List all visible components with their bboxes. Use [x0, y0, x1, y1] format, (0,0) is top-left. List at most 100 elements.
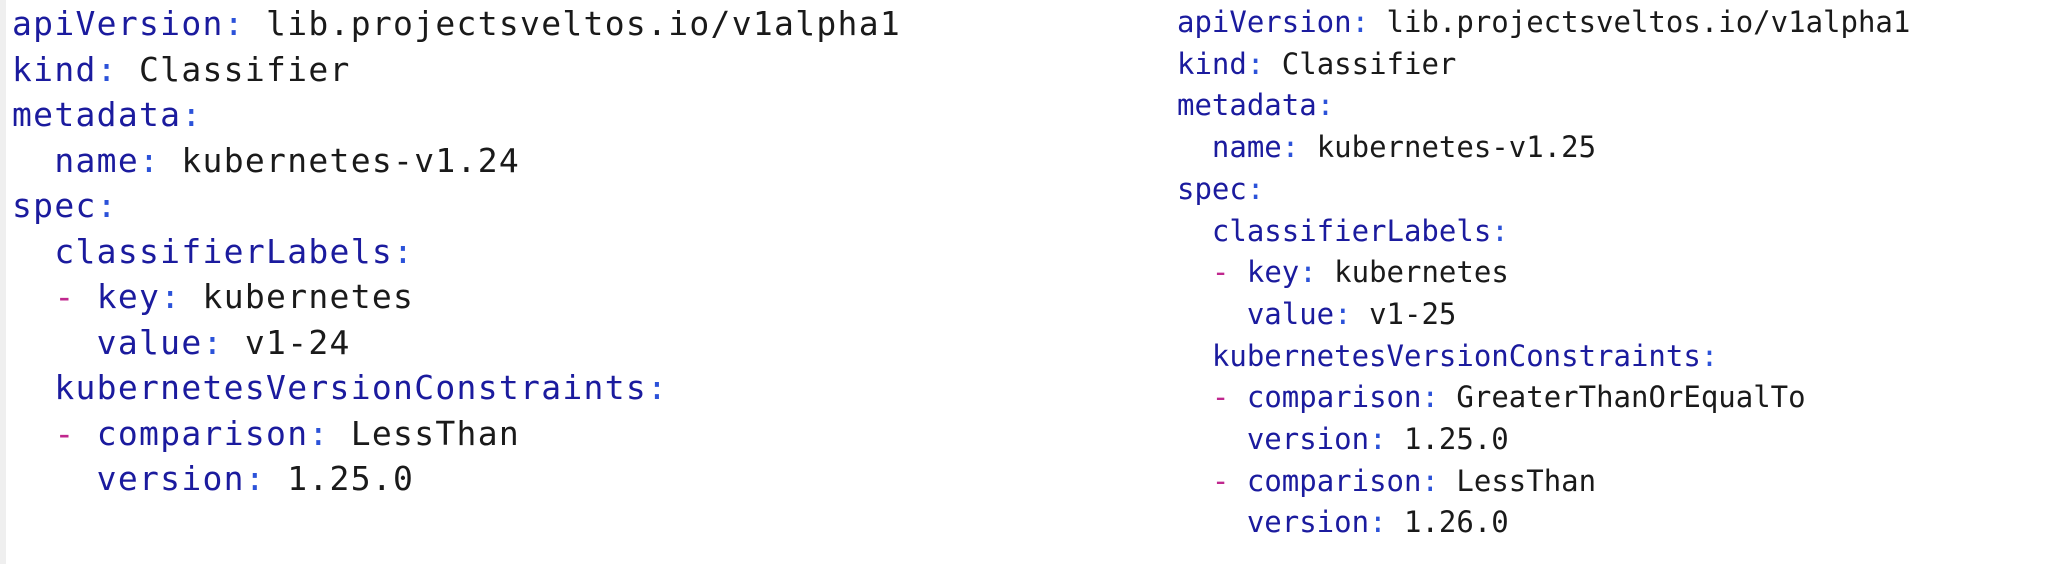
code-token-value: v1-24 — [223, 322, 351, 362]
code-token-value — [76, 277, 97, 316]
code-line: kind: Classifier — [1177, 44, 1910, 86]
code-token-yaml-key: comparison — [1246, 380, 1422, 415]
code-token-punctuation: : — [647, 368, 669, 407]
code-token-yaml-key: key — [96, 277, 161, 316]
code-token-yaml-key: metadata — [1177, 88, 1317, 123]
code-token-yaml-key: kubernetesVersionConstraints — [54, 368, 648, 407]
code-token-list-dash: - — [54, 413, 76, 453]
code-token-punctuation: : — [96, 49, 118, 89]
code-token-punctuation: : — [1491, 213, 1509, 248]
code-token-list-dash: - — [54, 277, 76, 316]
code-token-punctuation: : — [96, 186, 118, 225]
yaml-code-block-right: apiVersion: lib.projectsveltos.io/v1alph… — [1177, 2, 1910, 544]
code-token-value: 1.26.0 — [1386, 505, 1509, 540]
code-token-value: 1.25.0 — [1386, 422, 1509, 457]
code-token-yaml-key: version — [96, 459, 245, 498]
code-token-punctuation: : — [1369, 422, 1387, 457]
code-token-punctuation: : — [1316, 88, 1335, 123]
code-token-yaml-key: classifierLabels — [1211, 213, 1492, 248]
code-token-value: v1-25 — [1351, 296, 1457, 331]
code-token-value — [1177, 505, 1247, 539]
code-token-yaml-key: classifierLabels — [54, 231, 394, 271]
code-token-value: GreaterThanOrEqualTo — [1438, 380, 1806, 415]
code-token-list-dash: - — [1211, 255, 1230, 290]
code-token-value — [12, 459, 97, 498]
code-token-value — [76, 414, 97, 453]
code-token-yaml-key: name — [1211, 130, 1282, 165]
code-line: kind: Classifier — [12, 47, 901, 93]
code-token-yaml-key: comparison — [1246, 463, 1422, 498]
code-token-yaml-key: kind — [1177, 46, 1247, 81]
code-token-punctuation: : — [1246, 171, 1265, 206]
code-line: kubernetesVersionConstraints: — [12, 365, 901, 411]
code-token-punctuation: : — [1334, 296, 1352, 331]
code-line: - comparison: LessThan — [1177, 461, 1910, 503]
code-line: - comparison: LessThan — [12, 411, 901, 457]
code-token-value: kubernetes — [181, 277, 415, 316]
code-line: - key: kubernetes — [12, 274, 901, 320]
code-token-punctuation: : — [160, 277, 182, 316]
code-token-value: lib.projectsveltos.io/v1alpha1 — [1369, 5, 1911, 39]
code-token-value — [1177, 130, 1212, 164]
code-token-value: 1.25.0 — [266, 459, 415, 498]
code-line: metadata: — [12, 92, 901, 138]
code-token-punctuation: : — [1421, 463, 1439, 498]
code-token-value: kubernetes-v1.25 — [1299, 130, 1597, 165]
code-token-yaml-key: metadata — [12, 95, 182, 134]
code-token-value: kubernetes-v1.24 — [160, 140, 521, 180]
code-token-yaml-key: version — [1246, 505, 1370, 540]
yaml-code-block-left: apiVersion: lib.projectsveltos.io/v1alph… — [12, 1, 901, 502]
code-token-value — [1177, 214, 1212, 248]
code-token-punctuation: : — [202, 322, 224, 362]
code-line: version: 1.26.0 — [1177, 502, 1910, 544]
code-token-punctuation: : — [1281, 130, 1300, 165]
code-token-value — [12, 414, 54, 453]
code-line: classifierLabels: — [1177, 211, 1910, 253]
code-token-value — [12, 232, 54, 271]
code-token-value — [1229, 464, 1246, 498]
code-token-value: lib.projectsveltos.io/v1alpha1 — [244, 4, 902, 43]
code-token-value — [1177, 422, 1247, 456]
code-token-yaml-key: apiVersion — [12, 4, 224, 43]
code-token-yaml-key: kind — [12, 49, 97, 89]
code-line: name: kubernetes-v1.25 — [1177, 127, 1910, 169]
code-token-punctuation: : — [1246, 46, 1265, 81]
code-line: kubernetesVersionConstraints: — [1177, 336, 1910, 378]
code-token-punctuation: : — [1369, 505, 1387, 540]
code-token-punctuation: : — [223, 4, 245, 43]
code-token-punctuation: : — [1700, 338, 1719, 373]
code-token-value — [12, 323, 97, 362]
code-token-value — [1177, 464, 1212, 498]
code-token-punctuation: : — [1299, 255, 1317, 290]
code-line: - key: kubernetes — [1177, 252, 1910, 294]
code-token-value — [1229, 255, 1246, 289]
code-token-yaml-key: spec — [1177, 171, 1247, 206]
code-token-value — [1177, 380, 1212, 414]
code-token-list-dash: - — [1211, 463, 1230, 498]
code-token-list-dash: - — [1211, 380, 1230, 415]
left-gutter-strip — [0, 0, 6, 564]
code-token-value — [1229, 380, 1246, 414]
code-token-value — [12, 368, 54, 407]
code-token-value: LessThan — [329, 413, 521, 453]
code-token-punctuation: : — [1421, 380, 1439, 415]
code-token-yaml-key: value — [1246, 296, 1335, 331]
code-token-yaml-key: value — [96, 322, 203, 362]
code-token-value — [12, 277, 54, 316]
code-token-yaml-key: comparison — [96, 413, 309, 453]
code-token-yaml-key: name — [54, 140, 140, 180]
code-token-value — [1177, 255, 1212, 289]
code-line: apiVersion: lib.projectsveltos.io/v1alph… — [12, 1, 901, 47]
code-token-yaml-key: spec — [12, 186, 97, 225]
code-line: - comparison: GreaterThanOrEqualTo — [1177, 377, 1910, 419]
code-line: apiVersion: lib.projectsveltos.io/v1alph… — [1177, 2, 1910, 44]
code-token-punctuation: : — [393, 231, 415, 271]
code-line: version: 1.25.0 — [1177, 419, 1910, 461]
code-token-value: LessThan — [1438, 463, 1597, 498]
code-token-punctuation: : — [139, 140, 161, 180]
code-token-yaml-key: key — [1246, 255, 1300, 290]
code-token-punctuation: : — [181, 95, 203, 134]
code-line: spec: — [12, 183, 901, 229]
code-token-punctuation: : — [308, 413, 330, 453]
